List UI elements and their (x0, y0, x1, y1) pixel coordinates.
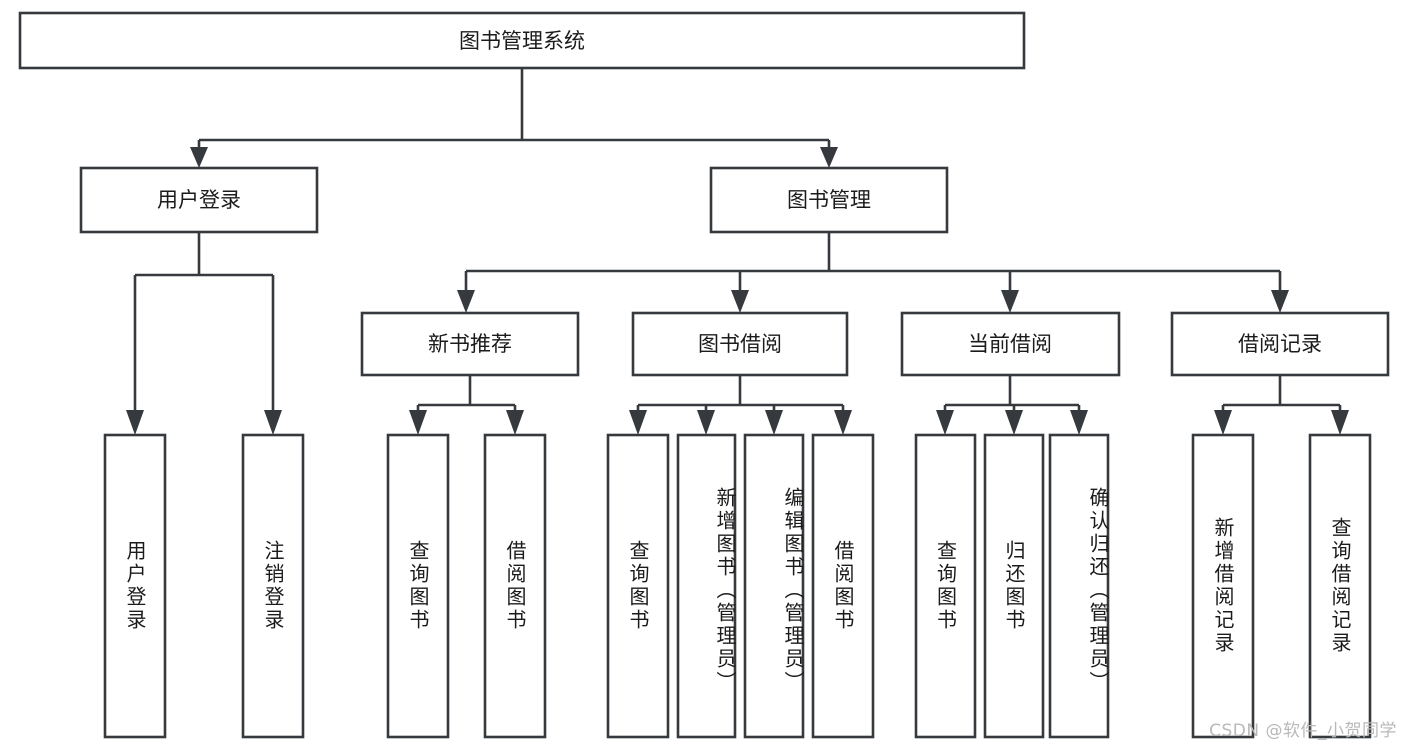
node-user-login-label: 用户登录 (157, 188, 241, 212)
arrow-head-leaf-add-book (697, 410, 715, 435)
arrow-head-leaf-query-book-3 (936, 410, 954, 435)
node-book-borrow[interactable]: 图书借阅 (631, 311, 849, 377)
arrow-head-leaf-borrow-book-2 (834, 410, 852, 435)
node-leaf-add-book-label: 新增图书（管理员） (713, 486, 737, 694)
node-leaf-borrow-book-1-box[interactable] (483, 433, 547, 739)
watermark-text: CSDN @软件_小贺同学 (1209, 721, 1397, 741)
node-leaf-query-book-1-label: 查询图书 (406, 540, 430, 632)
arrow-head-leaf-query-book-1 (409, 410, 427, 435)
arrow-head-leaf-confirm-return (1070, 410, 1088, 435)
arrow-head-current-borrow (1001, 290, 1019, 313)
arrow-head-leaf-borrow-book-1 (506, 410, 524, 435)
node-user-login[interactable]: 用户登录 (79, 166, 319, 234)
node-root[interactable]: 图书管理系统 (18, 11, 1026, 70)
arrow-head-leaf-query-book-2 (629, 410, 647, 435)
arrow-head-to-user-login (190, 147, 208, 168)
node-leaf-confirm-return-box[interactable] (1048, 433, 1110, 739)
node-current-borrow[interactable]: 当前借阅 (900, 311, 1121, 377)
node-leaf-user-user-login-box[interactable] (103, 433, 167, 739)
arrow-head-leaf-user-login (126, 410, 144, 435)
node-leaf-add-record-label: 新增借阅记录 (1211, 517, 1235, 655)
connector-group (126, 68, 1349, 435)
node-new-book-rec-box[interactable] (360, 311, 580, 377)
node-leaf-query-book-1-box[interactable] (386, 433, 450, 739)
node-leaf-borrow-book-2-box[interactable] (811, 433, 875, 739)
node-new-book-rec-label: 新书推荐 (428, 332, 512, 356)
arrow-head-to-book-manage (820, 147, 838, 168)
node-leaf-edit-book-label: 编辑图书（管理员） (781, 486, 805, 694)
node-book-borrow-box[interactable] (631, 311, 849, 377)
arrow-head-leaf-return-book (1005, 410, 1023, 435)
node-current-borrow-label: 当前借阅 (968, 332, 1052, 356)
leaf-box-group (103, 433, 1372, 739)
node-leaf-query-book-2-box[interactable] (606, 433, 670, 739)
arrow-head-leaf-edit-book (765, 410, 783, 435)
node-book-manage-label: 图书管理 (787, 188, 871, 212)
arrow-head-new-book-rec (457, 290, 475, 313)
node-borrow-record-label: 借阅记录 (1238, 332, 1322, 356)
node-leaf-user-logout-box[interactable] (241, 433, 305, 739)
node-leaf-confirm-return-label: 确认归还（管理员） (1086, 486, 1110, 694)
arrow-head-leaf-add-record (1214, 410, 1232, 435)
node-book-borrow-label: 图书借阅 (698, 332, 782, 356)
node-leaf-user-login-label: 用户登录 (123, 540, 147, 632)
arrow-head-borrow-record (1271, 290, 1289, 313)
node-root-box[interactable] (18, 11, 1026, 70)
node-current-borrow-box[interactable] (900, 311, 1121, 377)
node-leaf-query-record-box[interactable] (1308, 433, 1372, 739)
node-book-manage-box[interactable] (709, 166, 949, 234)
node-leaf-return-book-box[interactable] (983, 433, 1045, 739)
node-root-label: 图书管理系统 (459, 29, 585, 53)
arrow-head-leaf-user-logout (264, 410, 282, 435)
node-leaf-borrow-book-1-label: 借阅图书 (503, 540, 527, 632)
node-leaf-query-record-label: 查询借阅记录 (1328, 517, 1352, 655)
node-borrow-record[interactable]: 借阅记录 (1170, 311, 1390, 377)
node-new-book-rec[interactable]: 新书推荐 (360, 311, 580, 377)
node-leaf-add-book-box[interactable] (676, 433, 737, 739)
node-leaf-return-book-label: 归还图书 (1002, 540, 1026, 632)
node-leaf-add-record-box[interactable] (1191, 433, 1255, 739)
node-borrow-record-box[interactable] (1170, 311, 1390, 377)
node-leaf-edit-book-box[interactable] (743, 433, 805, 739)
node-leaf-user-logout-label: 注销登录 (261, 540, 285, 632)
node-leaf-query-book-3-label: 查询图书 (933, 540, 958, 632)
node-leaf-borrow-book-2-label: 借阅图书 (831, 540, 855, 632)
node-book-manage[interactable]: 图书管理 (709, 166, 949, 234)
arrow-head-leaf-query-record (1331, 410, 1349, 435)
node-leaf-query-book-3-box[interactable] (914, 433, 977, 739)
arrow-head-book-borrow (731, 290, 749, 313)
node-user-login-box[interactable] (79, 166, 319, 234)
node-leaf-query-book-2-label: 查询图书 (626, 540, 650, 632)
